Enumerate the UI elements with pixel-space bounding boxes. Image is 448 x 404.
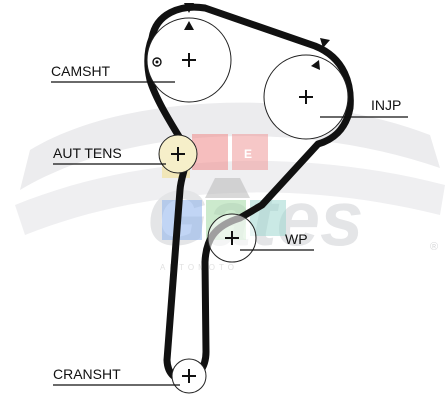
watermark-swoosh-lower	[15, 160, 445, 235]
auto-tensioner-center-plus-icon	[171, 147, 185, 161]
injection-pump-pulley	[263, 38, 349, 140]
water-pump-pulley	[207, 213, 257, 263]
label-injection-pump: INJP	[371, 97, 401, 113]
injection-pump-index-triangle-icon	[311, 60, 320, 70]
camshaft-timing-mark-icon	[152, 57, 162, 67]
injection-pump-center-plus-icon	[299, 90, 313, 104]
callout-crankshaft: CRANSHT	[53, 366, 180, 386]
camshaft-center-plus-icon	[182, 53, 196, 67]
label-auto-tensioner: AUT TENS	[53, 145, 122, 161]
callout-camshaft: CAMSHT	[51, 63, 175, 83]
stamp-letter-e: E	[244, 147, 252, 161]
watermark-registered-mark: ®	[430, 241, 438, 253]
camshaft-mark-arrow-icon	[184, 3, 194, 13]
camshaft-index-triangle-icon	[184, 21, 194, 30]
auto-tensioner-pulley	[158, 134, 198, 174]
callout-injection-pump: INJP	[320, 97, 408, 118]
label-water-pump: WP	[285, 231, 308, 247]
camshaft-pulley	[146, 3, 232, 103]
camshaft-timing-mark-dot	[155, 60, 159, 64]
label-crankshaft: CRANSHT	[53, 366, 121, 382]
callout-auto-tensioner: AUT TENS	[53, 145, 166, 165]
timing-belt	[144, 3, 354, 384]
crankshaft-center-plus-icon	[182, 369, 196, 383]
stamp-tile-pink	[232, 134, 268, 170]
water-pump-center-plus-icon	[225, 231, 239, 245]
crankshaft-pulley	[171, 358, 207, 394]
stamp-caption: AUTOMOTO	[160, 263, 238, 272]
label-camshaft: CAMSHT	[51, 63, 111, 79]
stamp-car-silhouette	[205, 178, 250, 198]
stamp-tile-red	[192, 134, 228, 170]
callout-water-pump: WP	[240, 231, 314, 251]
injection-pump-mark-arrow-icon	[320, 38, 330, 48]
